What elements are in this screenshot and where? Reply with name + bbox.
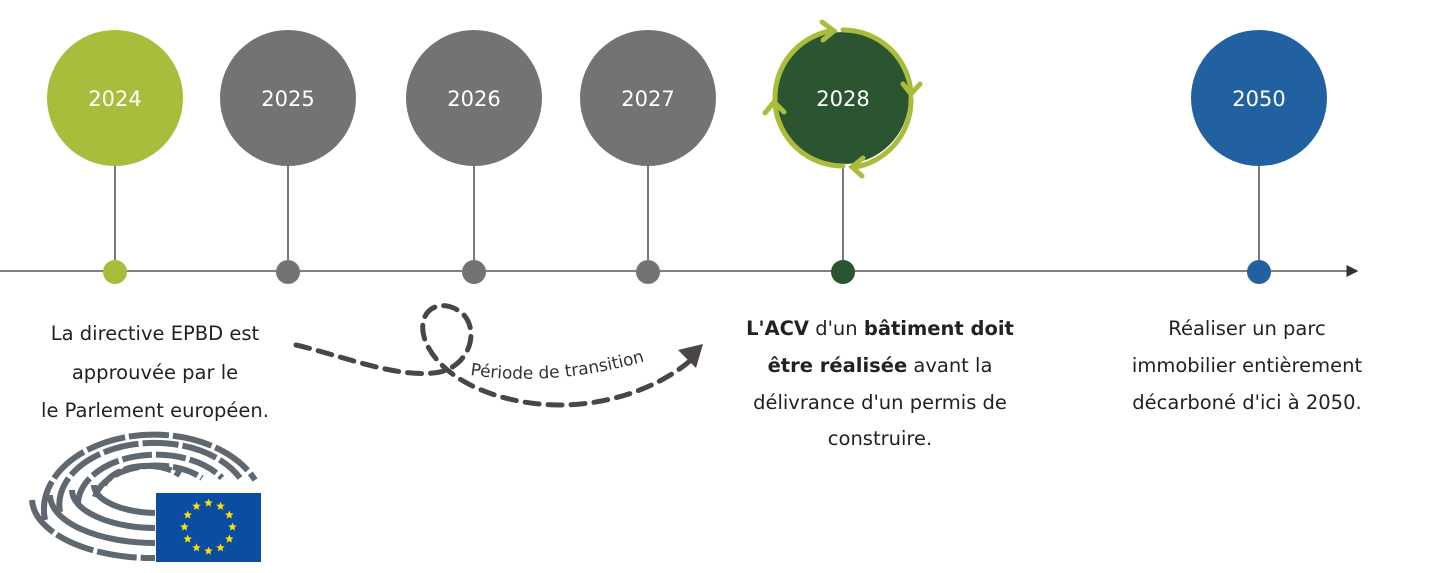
svg-text:2028: 2028: [816, 87, 869, 111]
eu-star-icon: [204, 498, 213, 507]
timeline-dot: [831, 260, 855, 284]
svg-text:2027: 2027: [621, 87, 674, 111]
eu-star-icon: [225, 534, 234, 543]
description-2024: La directive EPBD est approuvée par le l…: [41, 322, 269, 422]
timeline-dot: [1247, 260, 1271, 284]
milestone-2025: 2025: [220, 30, 356, 284]
svg-text:2025: 2025: [261, 87, 314, 111]
svg-text:délivrance d'un permis de: délivrance d'un permis de: [753, 391, 1007, 414]
eu-star-icon: [204, 546, 213, 555]
eu-star-icon: [192, 543, 201, 552]
cycle-arrows-icon: [762, 19, 923, 179]
milestone-2028: 2028: [762, 19, 923, 284]
timeline-dot: [636, 260, 660, 284]
svg-text:Réaliser un parc: Réaliser un parc: [1168, 317, 1325, 340]
svg-text:2026: 2026: [447, 87, 500, 111]
svg-text:être réalisée avant la: être réalisée avant la: [768, 354, 993, 377]
svg-text:approuvée par le: approuvée par le: [72, 361, 238, 384]
svg-text:immobilier entièrement: immobilier entièrement: [1132, 354, 1363, 377]
timeline-dot: [103, 260, 127, 284]
transition-label: Période de transition: [469, 347, 646, 384]
european-parliament-logo: [29, 431, 261, 562]
milestone-2026: 2026: [406, 30, 542, 284]
svg-text:2050: 2050: [1232, 87, 1285, 111]
eu-star-icon: [216, 501, 225, 510]
eu-star-icon: [225, 510, 234, 519]
svg-text:construire.: construire.: [828, 427, 932, 450]
timeline-dot: [276, 260, 300, 284]
svg-text:Période de transition: Période de transition: [469, 347, 646, 384]
milestone-2024: 2024: [47, 30, 183, 284]
svg-text:le Parlement européen.: le Parlement européen.: [41, 399, 269, 422]
description-2050: Réaliser un parc immobilier entièrement …: [1132, 317, 1363, 414]
transition-arrow: Période de transition: [293, 303, 703, 408]
svg-text:2024: 2024: [88, 87, 141, 111]
eu-star-icon: [228, 522, 237, 531]
milestone-2050: 2050: [1191, 30, 1327, 284]
svg-text:décarboné d'ici à 2050.: décarboné d'ici à 2050.: [1132, 391, 1361, 414]
eu-star-icon: [183, 510, 192, 519]
timeline-dot: [462, 260, 486, 284]
eu-stars-icon: [180, 498, 237, 555]
eu-star-icon: [192, 501, 201, 510]
eu-star-icon: [180, 522, 189, 531]
svg-text:La directive EPBD est: La directive EPBD est: [51, 322, 260, 345]
arrow-head-icon: [678, 344, 703, 368]
description-2028: L'ACV d'un bâtiment doit être réalisée a…: [746, 317, 1014, 450]
milestone-2027: 2027: [580, 30, 716, 284]
svg-text:L'ACV d'un bâtiment doit: L'ACV d'un bâtiment doit: [746, 317, 1014, 340]
eu-star-icon: [216, 543, 225, 552]
eu-star-icon: [183, 534, 192, 543]
stems: [114, 164, 1260, 272]
